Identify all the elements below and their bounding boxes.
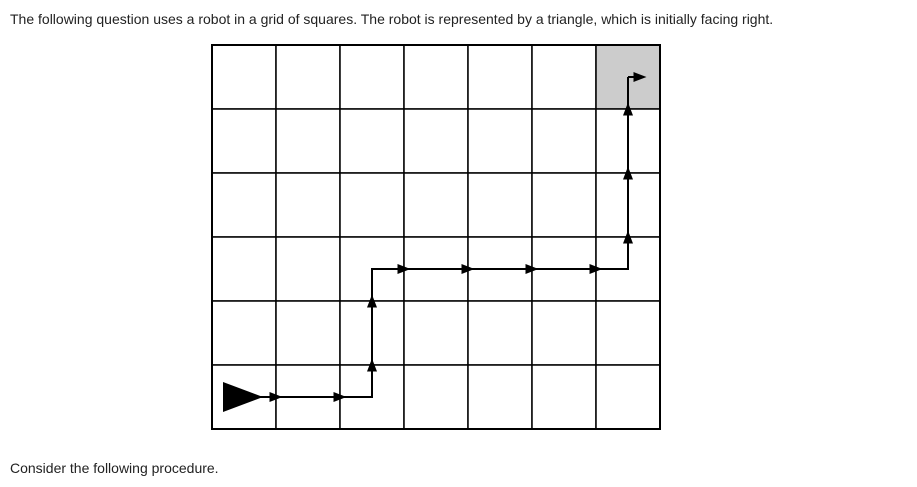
path-arrow <box>333 392 347 402</box>
grid-cell <box>531 44 597 110</box>
grid-cell <box>275 44 341 110</box>
path-arrow <box>525 264 539 274</box>
grid-cell <box>531 300 597 366</box>
grid-cell <box>467 44 533 110</box>
question-outro-text: Consider the following procedure. <box>10 460 219 476</box>
grid-cell <box>211 236 277 302</box>
grid-cell <box>531 108 597 174</box>
question-intro-text: The following question uses a robot in a… <box>10 11 774 27</box>
path-arrow <box>633 72 647 82</box>
path-line <box>244 77 629 398</box>
path-arrow <box>269 392 283 402</box>
grid-cell <box>211 172 277 238</box>
grid-cell <box>275 236 341 302</box>
robot <box>223 382 263 412</box>
path-arrow <box>623 102 633 116</box>
grid-cell <box>467 172 533 238</box>
grid-cell <box>275 300 341 366</box>
grid-cell <box>211 44 277 110</box>
grid-border <box>211 44 661 430</box>
path-arrow <box>461 264 475 274</box>
grid-cells <box>211 44 661 430</box>
grid-cell <box>339 172 405 238</box>
robot-path <box>244 72 647 402</box>
path-arrow <box>623 166 633 180</box>
grid-cell <box>467 300 533 366</box>
grid-cell <box>339 108 405 174</box>
path-arrow <box>367 358 377 372</box>
grid-cell <box>275 108 341 174</box>
grid-cell <box>467 108 533 174</box>
grid-cell <box>275 172 341 238</box>
grid-cell <box>403 44 469 110</box>
grid-cell <box>595 300 661 366</box>
path-arrow <box>623 230 633 244</box>
grid-cell <box>531 172 597 238</box>
path-arrow <box>397 264 411 274</box>
grid-cell <box>211 300 277 366</box>
grid-cell <box>403 108 469 174</box>
grid-cell <box>531 364 597 430</box>
grid-cell <box>403 172 469 238</box>
grid-cell <box>403 300 469 366</box>
path-arrow <box>589 264 603 274</box>
grid-cell <box>339 44 405 110</box>
path-arrow <box>367 294 377 308</box>
grid-cell <box>211 108 277 174</box>
robot-triangle-icon <box>223 382 263 412</box>
grid-cell <box>595 364 661 430</box>
grid-cell <box>467 364 533 430</box>
grid-cell <box>403 364 469 430</box>
